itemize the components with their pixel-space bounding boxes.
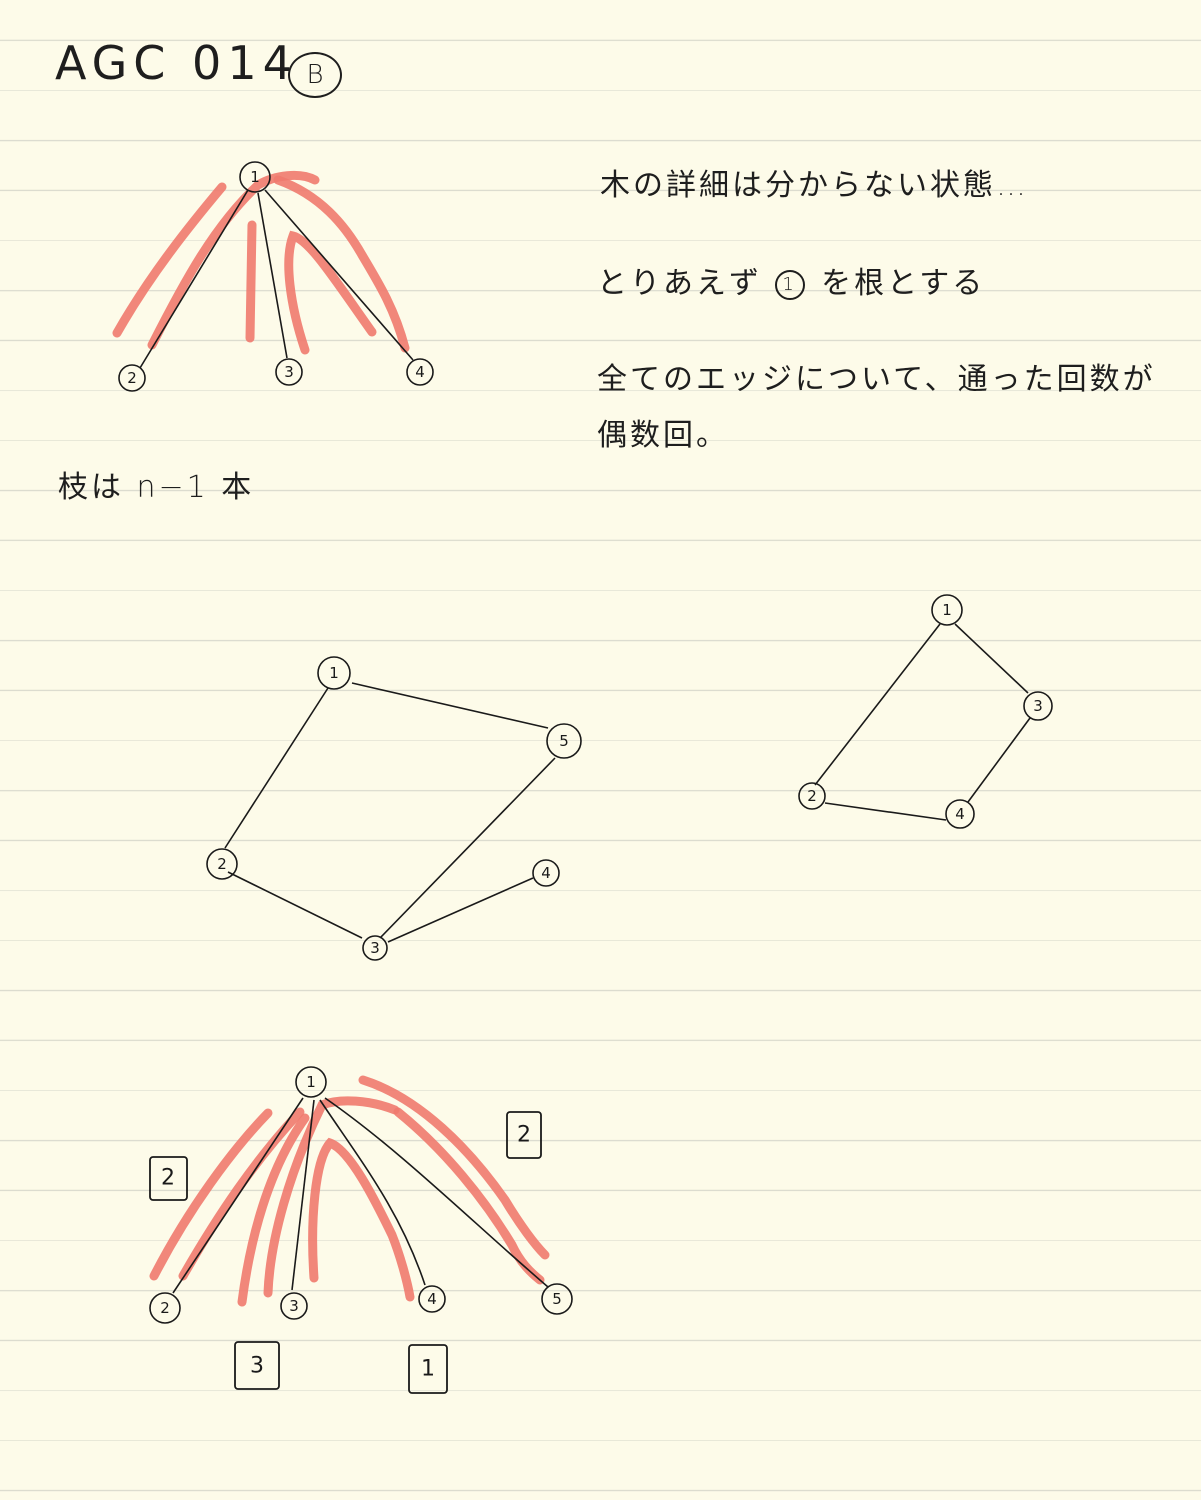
note-line-2-suffix: を根とする (821, 266, 986, 301)
graph-node: 4 (945, 799, 975, 829)
svg-text:2: 2 (807, 787, 817, 805)
note-line-1: 木の詳細は分からない状態… (600, 168, 1029, 203)
tree-edge (139, 189, 249, 369)
graph-edge (351, 682, 549, 729)
graph-edge (224, 687, 329, 849)
svg-text:3: 3 (250, 1354, 264, 1379)
tree-node: 4 (418, 1285, 446, 1313)
svg-text:2: 2 (217, 855, 227, 873)
edges-count-note: 枝は n−1 本 (58, 470, 255, 505)
graph-node: 1 (317, 656, 351, 690)
svg-text:1: 1 (250, 168, 260, 186)
tree-diagram-4: 1 2 3 4 5 2 3 1 (149, 1066, 573, 1394)
svg-text:2: 2 (127, 369, 137, 387)
note-line-2-prefix: とりあえず (597, 266, 762, 301)
graph-node: 3 (362, 935, 388, 961)
graph-edge (824, 802, 947, 821)
tree-node: 1 (239, 161, 271, 193)
svg-text:4: 4 (415, 363, 425, 381)
svg-text:2: 2 (517, 1123, 531, 1148)
graph-edge (814, 623, 941, 786)
svg-text:2: 2 (160, 1299, 170, 1317)
highlight-path (273, 175, 410, 353)
svg-text:3: 3 (289, 1297, 299, 1315)
tree-node: 5 (541, 1283, 573, 1315)
tree-node: 1 (295, 1066, 327, 1098)
tree-edge (324, 1097, 549, 1288)
highlight-path (308, 1137, 415, 1302)
highlight-path (284, 230, 377, 355)
svg-text:5: 5 (559, 732, 569, 750)
tree-node: 4 (406, 358, 434, 386)
svg-text:3: 3 (1033, 697, 1043, 715)
note-line-2-node: 1 (774, 269, 805, 300)
graph-node: 4 (532, 859, 560, 887)
svg-text:1: 1 (942, 601, 952, 619)
tree-edge (264, 189, 414, 361)
edge-count-box: 2 (506, 1111, 542, 1159)
graph-node: 2 (798, 782, 826, 810)
graph-edge (387, 877, 534, 943)
svg-text:4: 4 (955, 805, 965, 823)
note-line-4: 偶数回。 (597, 418, 729, 453)
svg-text:4: 4 (427, 1290, 437, 1308)
highlight-path (149, 1108, 273, 1281)
note-line-2: とりあえず 1 を根とする (597, 258, 985, 302)
highlight-path (358, 1075, 550, 1260)
svg-text:2: 2 (161, 1166, 175, 1191)
highlight-path (112, 182, 227, 338)
graph-node: 3 (1023, 691, 1053, 721)
note-line-3: 全てのエッジについて、通った回数が (597, 362, 1156, 397)
graph-edge (227, 871, 363, 939)
svg-text:5: 5 (552, 1290, 562, 1308)
svg-text:4: 4 (541, 864, 551, 882)
graph-node: 2 (206, 848, 238, 880)
svg-text:3: 3 (284, 363, 294, 381)
svg-text:3: 3 (370, 939, 380, 957)
tree-edge (291, 1099, 315, 1291)
tree-node: 2 (118, 364, 146, 392)
tree-node: 3 (275, 358, 303, 386)
tree-node: 2 (149, 1292, 181, 1324)
highlight-path (178, 1107, 305, 1281)
graph-diagram-2: 1 2 3 4 5 (206, 656, 582, 961)
tree-node: 3 (280, 1292, 308, 1320)
svg-text:1: 1 (421, 1357, 435, 1382)
tree-edge (319, 1099, 426, 1286)
tree-edge (257, 192, 288, 359)
graph-edge (967, 717, 1031, 803)
edge-count-box: 1 (408, 1344, 448, 1394)
graph-node: 5 (546, 723, 582, 759)
tree-diagram-1: 1 2 3 4 (112, 161, 434, 392)
highlight-path (245, 220, 257, 343)
graph-edge (379, 757, 556, 939)
edge-count-box: 2 (149, 1156, 188, 1201)
graph-diagram-3: 1 2 3 4 (798, 594, 1053, 829)
edge-count-box: 3 (234, 1341, 280, 1390)
graph-node: 1 (931, 594, 963, 626)
problem-badge: B (288, 52, 342, 98)
graph-edge (954, 623, 1029, 694)
page-title: AGC 014 (55, 36, 298, 90)
svg-text:1: 1 (306, 1073, 316, 1091)
tree-edge (172, 1097, 304, 1294)
highlight-path (237, 1113, 310, 1307)
svg-text:1: 1 (329, 664, 339, 682)
